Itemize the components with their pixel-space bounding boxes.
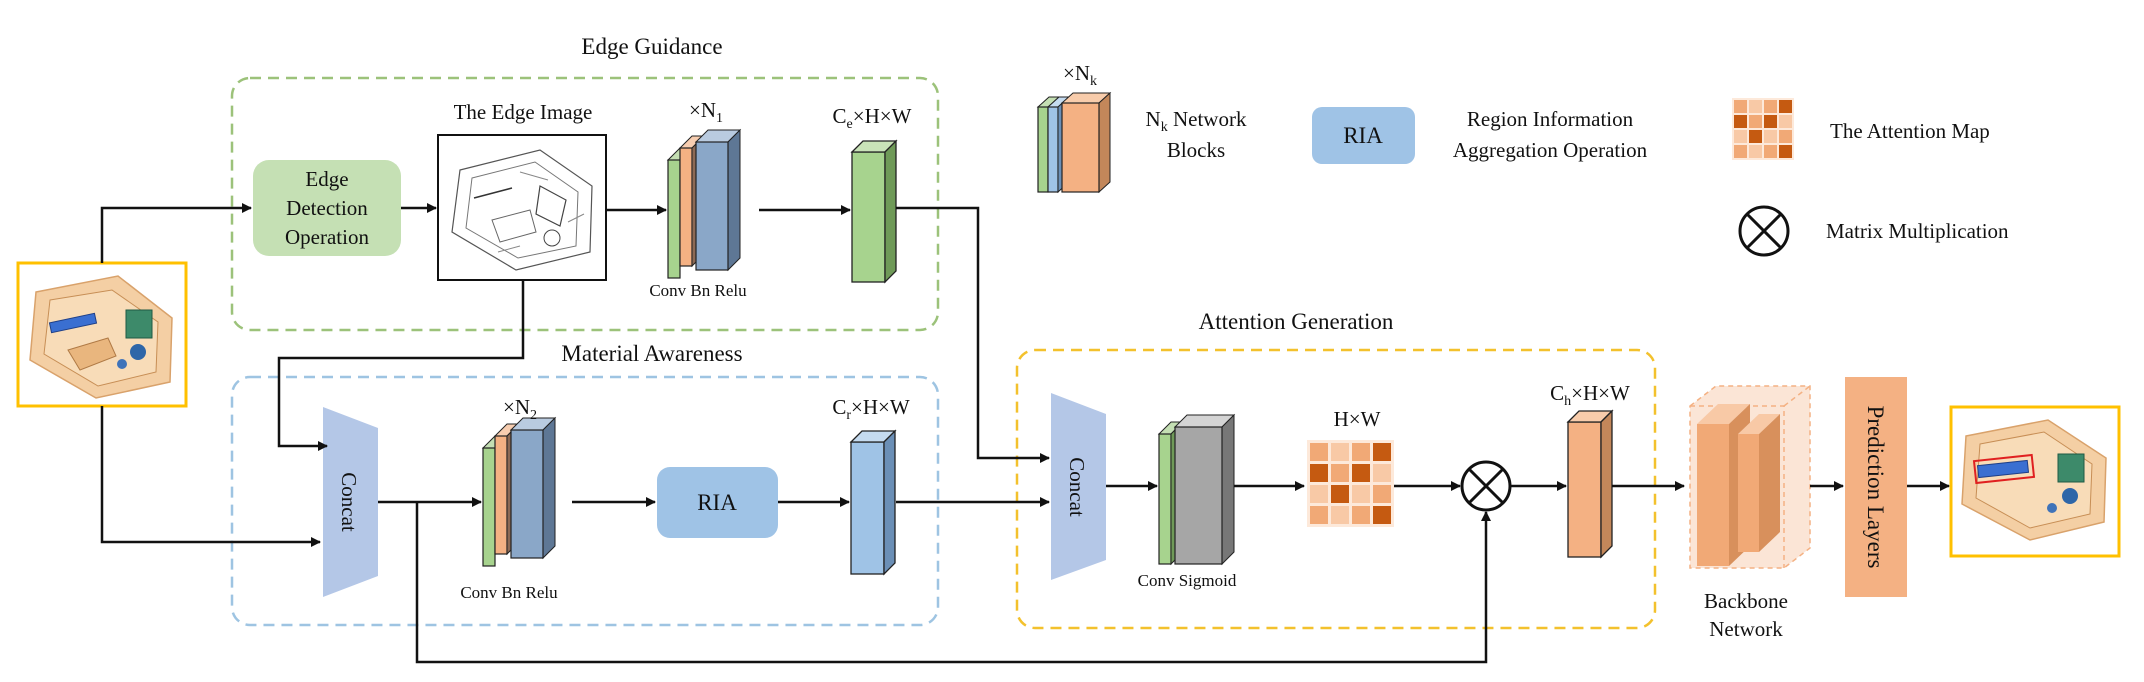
ch-label: Ch×H×W <box>1550 381 1630 409</box>
network-block-stack-n1 <box>666 128 742 279</box>
output-xray-image <box>1949 405 2121 558</box>
attention-map-cell <box>1352 464 1370 482</box>
attention-map-cell <box>1352 485 1370 503</box>
concat-label-2: Concat <box>1065 457 1089 517</box>
material-awareness-frame <box>230 375 940 627</box>
conv-bn-relu-label-2: Conv Bn Relu <box>460 583 558 602</box>
attention-map-cell <box>1331 464 1349 482</box>
attention-map-cell <box>1749 115 1762 128</box>
attention-map-cell <box>1749 130 1762 143</box>
legend-nk-line1: Nk Network <box>1146 107 1247 135</box>
attention-map-cell <box>1331 485 1349 503</box>
connectors <box>100 203 1950 664</box>
concat-trapezoid-2 <box>1051 393 1106 580</box>
legend-matrix-multiplication-icon <box>1738 205 1790 257</box>
attention-map-cell <box>1734 115 1747 128</box>
n1-label: ×N1 <box>689 98 723 126</box>
legend-ria-line2: Aggregation Operation <box>1453 138 1648 162</box>
attention-map-cell <box>1764 115 1777 128</box>
attention-map-cell <box>1734 130 1747 143</box>
attention-map <box>1307 440 1394 527</box>
concat-trapezoid-1 <box>323 407 378 597</box>
edge-guidance-frame <box>230 76 940 332</box>
matrix-multiplication-symbol <box>1460 460 1512 512</box>
attention-map-cell <box>1373 506 1391 524</box>
attention-map-cell <box>1310 464 1328 482</box>
attention-map-cell <box>1310 485 1328 503</box>
legend-ria-box <box>1312 107 1415 164</box>
legend-attention-map-icon <box>1732 98 1794 160</box>
backbone-network <box>1689 385 1811 569</box>
legend-nk-label: ×Nk <box>1063 61 1097 89</box>
cr-tensor <box>849 429 897 576</box>
backbone-line1: Backbone <box>1704 589 1788 613</box>
attention-map-cell <box>1352 443 1370 461</box>
ch-tensor <box>1566 409 1614 559</box>
attention-map-cell <box>1779 115 1792 128</box>
legend-nk-line2: Blocks <box>1167 138 1225 162</box>
attention-map-cell <box>1764 145 1777 158</box>
legend-matrix-multiplication-label: Matrix Multiplication <box>1826 219 2009 243</box>
attention-map-cell <box>1310 443 1328 461</box>
cr-label: Cr×H×W <box>832 395 910 423</box>
ce-label: Ce×H×W <box>833 104 912 132</box>
edge-detection-box <box>253 160 401 256</box>
legend-ria-line1: Region Information <box>1467 107 1634 131</box>
legend-ria-label: RIA <box>1343 123 1383 148</box>
attention-map-cell <box>1331 506 1349 524</box>
concat-label-1: Concat <box>337 472 361 532</box>
edge-image <box>437 134 607 281</box>
attention-map-cell <box>1764 130 1777 143</box>
material-awareness-title: Material Awareness <box>561 341 742 366</box>
attention-map-cell <box>1310 506 1328 524</box>
conv-bn-relu-label-1: Conv Bn Relu <box>649 281 747 300</box>
ria-box <box>657 467 778 538</box>
attention-map-cell <box>1764 100 1777 113</box>
attention-map-cell <box>1749 100 1762 113</box>
attention-map-cell <box>1734 100 1747 113</box>
attention-map-cell <box>1734 145 1747 158</box>
edge-image-title: The Edge Image <box>454 100 593 124</box>
edge-detection-line3: Operation <box>285 225 369 249</box>
attention-map-cell <box>1779 100 1792 113</box>
edge-detection-line2: Detection <box>286 196 368 220</box>
attention-map-cell <box>1373 485 1391 503</box>
prediction-layers-label: Prediction Layers <box>1863 406 1888 569</box>
edge-detection-line1: Edge <box>305 167 348 191</box>
attention-map-cell <box>1779 130 1792 143</box>
attention-map-cell <box>1331 443 1349 461</box>
backbone-line2: Network <box>1709 617 1783 641</box>
input-xray-image <box>16 261 188 408</box>
attention-map-cell <box>1352 506 1370 524</box>
network-block-stack-n2 <box>481 416 557 567</box>
attention-map-cell <box>1373 443 1391 461</box>
prediction-layers-box <box>1845 377 1907 597</box>
attention-map-cell <box>1749 145 1762 158</box>
ria-label: RIA <box>697 490 737 515</box>
n2-label: ×N2 <box>503 395 537 423</box>
attention-map-cell <box>1373 464 1391 482</box>
legend-attention-map-label: The Attention Map <box>1830 119 1990 143</box>
edge-guidance-title: Edge Guidance <box>581 34 722 59</box>
attention-generation-title: Attention Generation <box>1199 309 1394 334</box>
hw-label: H×W <box>1334 407 1381 431</box>
legend-network-block-icon <box>1036 91 1112 194</box>
attention-map-cell <box>1779 145 1792 158</box>
conv-sigmoid-label: Conv Sigmoid <box>1138 571 1237 590</box>
ce-tensor <box>850 139 898 284</box>
conv-sigmoid-stack <box>1157 413 1236 566</box>
